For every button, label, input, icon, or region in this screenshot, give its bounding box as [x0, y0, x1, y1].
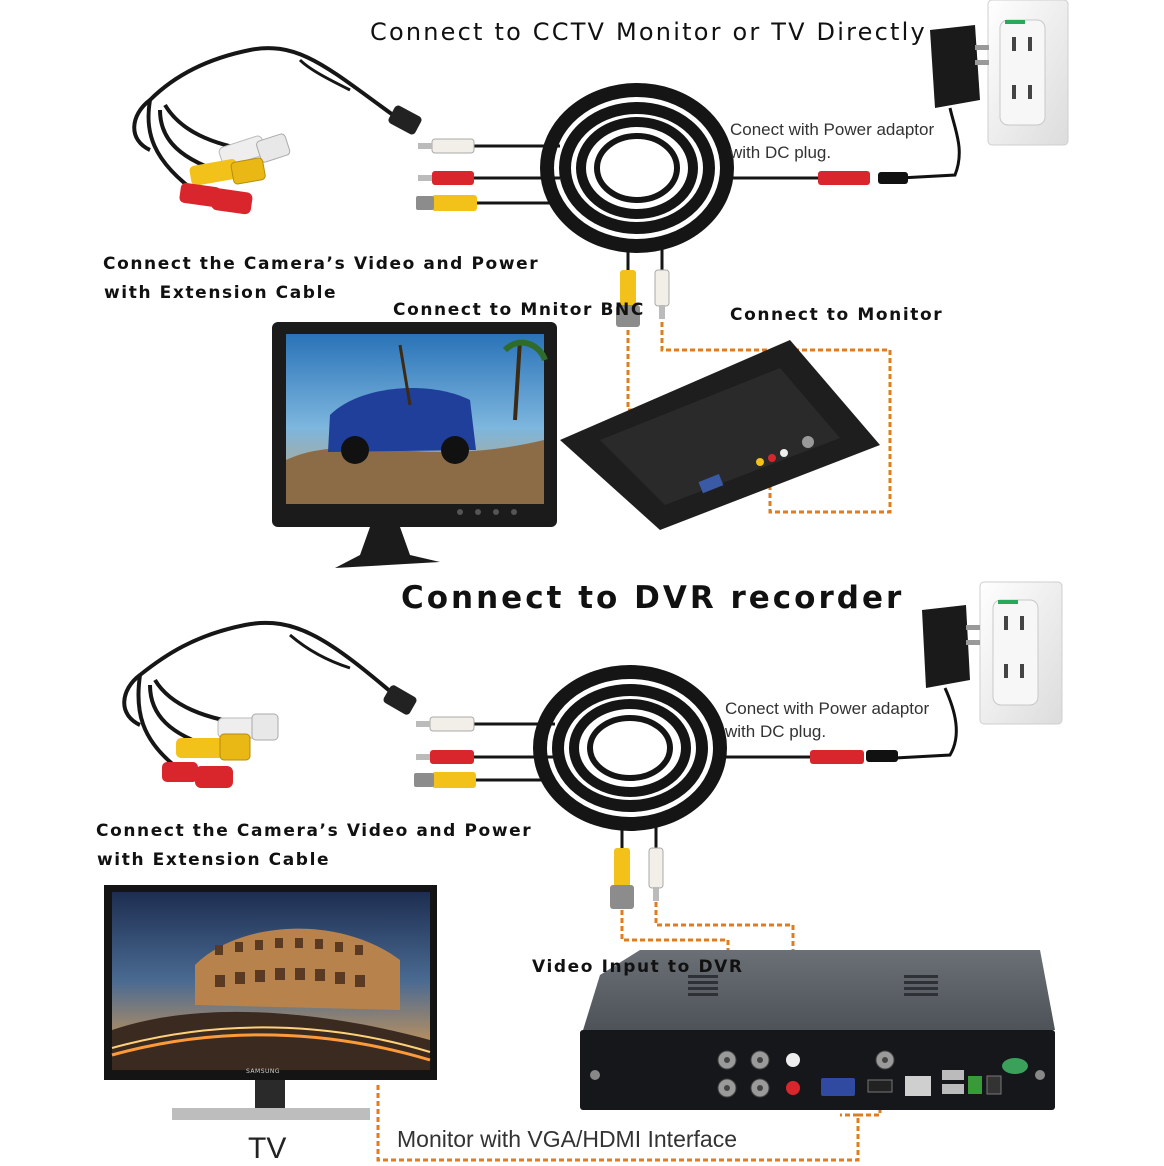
- monitor-back-panel-icon: [560, 340, 880, 530]
- top-title: Connect to CCTV Monitor or TV Directly: [370, 18, 927, 46]
- pinhole-camera-icon: [122, 620, 417, 788]
- top-bnc-label: Connect to Mnitor BNC: [393, 300, 645, 320]
- wall-outlet-icon: [987, 0, 1069, 146]
- top-power-note-line2: with DC plug.: [730, 143, 832, 162]
- tv-brand-label: SAMSUNG: [246, 1068, 281, 1075]
- power-adapter-icon: [878, 25, 989, 184]
- bottom-power-note-line2: with DC plug.: [725, 722, 827, 741]
- bottom-camera-note-line2: with Extension Cable: [97, 850, 331, 870]
- coiled-extension-cable-icon: [414, 665, 864, 909]
- bottom-dvr-label: Video Input to DVR: [532, 957, 744, 977]
- bottom-title: Connect to DVR recorder: [401, 580, 905, 616]
- tv-icon: [104, 885, 437, 1120]
- top-camera-note-line2: with Extension Cable: [104, 283, 338, 303]
- cctv-monitor-icon: [272, 322, 557, 568]
- top-camera-note-line1: Connect the Camera’s Video and Power: [103, 254, 540, 274]
- coiled-extension-cable-icon: [416, 83, 870, 327]
- top-power-note-line1: Conect with Power adaptor: [730, 120, 935, 139]
- dvr-recorder-icon: [580, 950, 1055, 1110]
- bottom-camera-note-line1: Connect the Camera’s Video and Power: [96, 821, 533, 841]
- bottom-monitor-interface-label: Monitor with VGA/HDMI Interface: [397, 1126, 737, 1152]
- bottom-tv-label: TV: [248, 1132, 287, 1165]
- bottom-power-note-line1: Conect with Power adaptor: [725, 699, 930, 718]
- power-adapter-icon: [866, 605, 980, 762]
- wall-outlet-icon: [979, 581, 1063, 725]
- top-monitor-label: Connect to Monitor: [730, 305, 944, 325]
- pinhole-camera-icon: [132, 46, 422, 215]
